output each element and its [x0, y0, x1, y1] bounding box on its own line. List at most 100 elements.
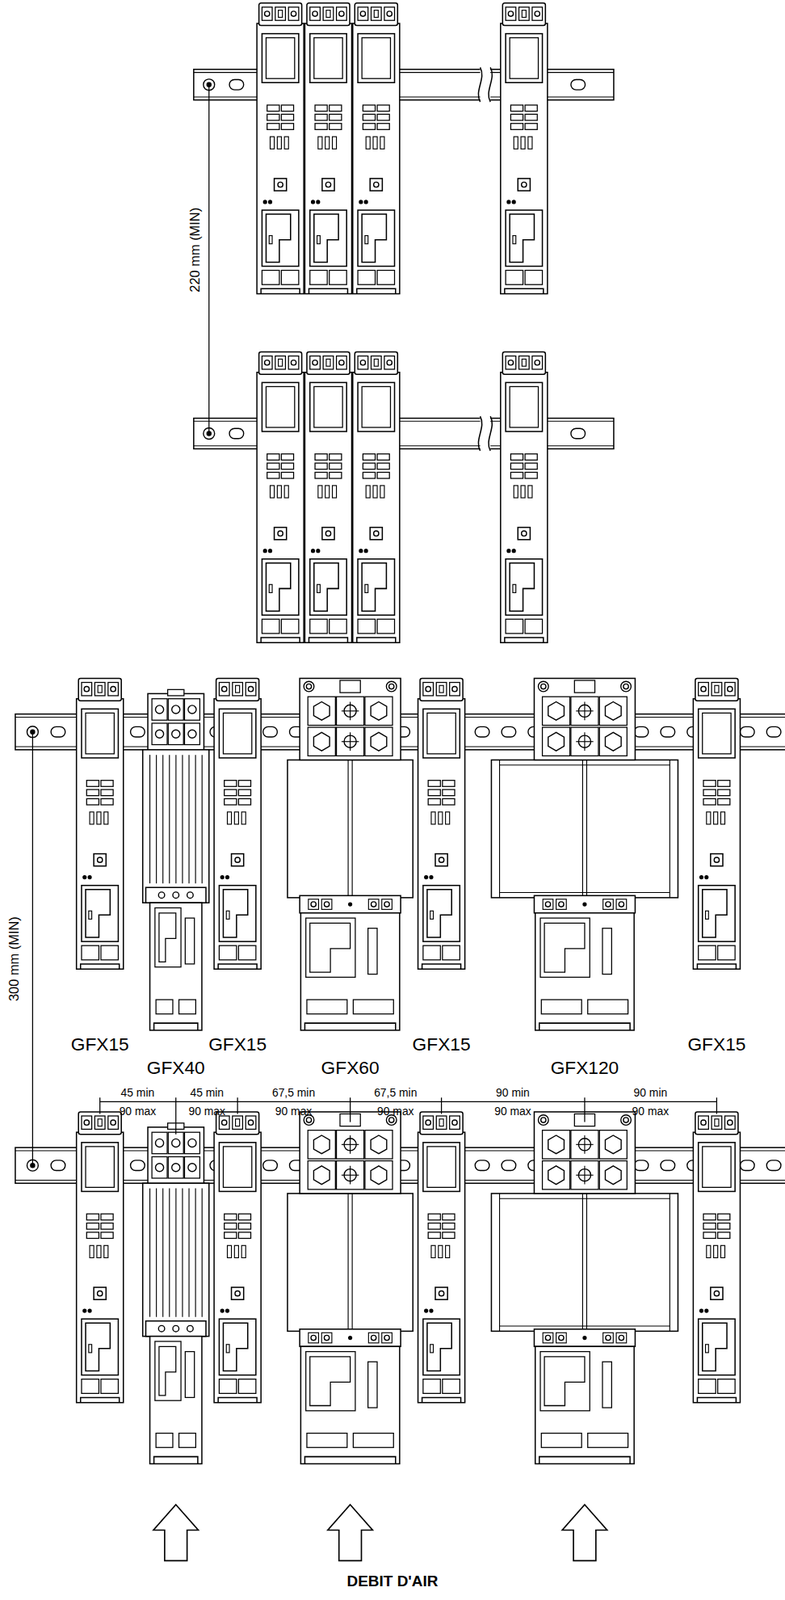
small-controller [288, 356, 299, 370]
large-controller [365, 1129, 393, 1159]
airflow-arrow [562, 1503, 608, 1560]
small-controller [427, 889, 452, 937]
small-controller [322, 178, 335, 191]
small-controller [727, 686, 733, 692]
small-controller [359, 549, 363, 553]
medium-controller [168, 754, 170, 883]
medium-controller [187, 1324, 194, 1331]
small-controller [705, 875, 709, 879]
large-controller [306, 999, 348, 1014]
dimension-label: 300 mm (MIN) [7, 915, 22, 1001]
din-rail [766, 726, 781, 737]
large-controller [370, 1134, 387, 1154]
medium-controller [147, 692, 204, 749]
din-rail [50, 1159, 66, 1171]
large-controller [370, 901, 376, 907]
small-controller [713, 1289, 719, 1295]
xlarge-controller [583, 701, 585, 720]
small-controller [263, 549, 267, 553]
small-controller [86, 1213, 99, 1220]
model-label: GFX15 [687, 1034, 746, 1055]
small-controller [108, 682, 119, 696]
small-controller [502, 352, 546, 375]
medium-controller [155, 999, 173, 1014]
small-controller [332, 485, 337, 498]
medium-controller [146, 1320, 206, 1336]
small-controller [370, 356, 382, 370]
small-controller [424, 1308, 429, 1312]
small-controller [261, 558, 299, 615]
medium-controller [188, 1137, 197, 1147]
small-controller [218, 708, 256, 758]
small-controller [226, 910, 230, 919]
medium-controller [149, 754, 151, 883]
medium-controller [184, 1155, 200, 1178]
small-controller [428, 789, 441, 796]
small-controller [384, 7, 395, 21]
airflow-arrow [153, 1503, 608, 1560]
small-controller [94, 682, 105, 696]
small-controller [267, 104, 280, 112]
xlarge-controller [582, 759, 584, 897]
small-controller [325, 181, 331, 187]
small-controller [725, 682, 736, 696]
small-controller [81, 944, 99, 960]
small-controller [512, 549, 516, 553]
small-controller [698, 708, 735, 758]
small-controller [425, 1119, 431, 1125]
small-controller [418, 1111, 466, 1403]
medium-controller [159, 1345, 177, 1395]
medium-controller [167, 1131, 184, 1154]
small-controller [427, 1322, 452, 1370]
medium-controller [184, 1351, 194, 1398]
medium-controller [151, 722, 168, 745]
small-controller [329, 270, 347, 286]
small-controller [232, 1115, 244, 1129]
small-controller [88, 875, 92, 879]
medium-controller [146, 886, 206, 903]
small-controller [83, 686, 89, 692]
spacing-max-label: 90 max [494, 1104, 532, 1117]
small-controller [519, 356, 530, 370]
xlarge-controller [583, 1134, 585, 1154]
small-controller [259, 352, 303, 375]
xlarge-controller [499, 1324, 671, 1326]
small-controller [329, 104, 342, 112]
dimension-line [206, 431, 211, 436]
small-controller [717, 1231, 731, 1239]
small-controller [428, 780, 441, 787]
xlarge-controller [535, 1345, 634, 1463]
small-controller [419, 1111, 463, 1134]
small-controller [78, 677, 122, 701]
small-controller [100, 1231, 114, 1239]
xlarge-controller [574, 680, 595, 693]
dimension-line [716, 1096, 718, 1113]
small-controller [701, 1119, 706, 1125]
small-controller [524, 123, 538, 131]
small-controller [505, 558, 542, 615]
dimension-line [99, 1096, 101, 1113]
xlarge-controller [541, 1432, 582, 1448]
xlarge-controller [499, 1197, 671, 1199]
xlarge-controller [570, 1129, 599, 1159]
medium-controller [167, 722, 184, 745]
small-controller [76, 698, 124, 970]
small-controller [509, 37, 538, 79]
small-controller [702, 1146, 731, 1187]
small-controller [373, 10, 378, 18]
small-controller [703, 1213, 716, 1220]
small-controller [86, 1231, 99, 1239]
small-controller [268, 200, 273, 204]
small-controller [717, 797, 731, 805]
small-controller [89, 1244, 94, 1257]
xlarge-controller [499, 759, 500, 897]
small-controller [76, 1111, 124, 1403]
small-controller [717, 1222, 731, 1230]
small-controller [373, 530, 379, 536]
small-controller [100, 789, 114, 796]
medium-controller [184, 1131, 200, 1154]
small-controller [362, 462, 375, 470]
small-controller [85, 712, 114, 753]
small-controller [369, 527, 383, 540]
small-controller [369, 178, 383, 191]
